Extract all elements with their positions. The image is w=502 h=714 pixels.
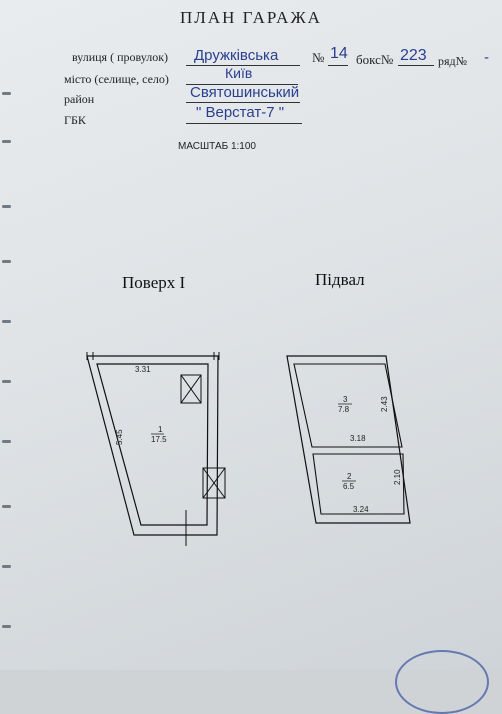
floor-width-dim: 3.31 — [135, 365, 151, 374]
basement-room2-area: 6.5 — [343, 482, 355, 491]
district-label: район — [64, 92, 95, 106]
floor-room-number: 1 — [158, 425, 163, 434]
box-underline — [398, 65, 434, 66]
city-underline — [186, 84, 298, 85]
floor-plans-drawing: 3.31 5.45 1 17.5 3 7.8 2.43 3.18 2 6.5 2… — [86, 352, 411, 546]
row-value: - — [484, 49, 489, 66]
basement-room3-wall — [293, 363, 403, 448]
vent-mark-top — [180, 374, 202, 404]
house-number-value: 14 — [330, 45, 348, 62]
street-value: Дружківська — [194, 47, 279, 64]
row-label: ряд№ — [438, 54, 468, 68]
box-value: 223 — [400, 47, 427, 64]
box-label: бокс№ — [356, 52, 394, 67]
gbk-underline — [186, 123, 302, 124]
city-label: місто (селище, село) — [64, 72, 169, 86]
basement-room2-number: 2 — [347, 472, 352, 481]
street-label: вулиця ( провулок) — [72, 50, 169, 64]
official-stamp — [395, 650, 489, 714]
scale-label: МАСШТАБ 1:100 — [178, 141, 256, 152]
house-number-label: № — [312, 50, 325, 65]
street-underline — [186, 65, 300, 66]
basement-room3-height-dim: 2.43 — [380, 396, 389, 412]
basement-room2-width-dim: 3.24 — [353, 505, 369, 514]
floor-length-dim: 5.45 — [115, 429, 124, 445]
floor-outer-wall — [86, 355, 219, 536]
floor-inner-wall — [96, 363, 209, 526]
city-value: Київ — [225, 65, 253, 81]
binder-holes — [0, 0, 14, 670]
district-underline — [186, 102, 300, 103]
basement-room2-height-dim: 2.10 — [393, 469, 402, 485]
district-value: Святошинський — [190, 84, 300, 101]
basement-room3-area: 7.8 — [338, 405, 350, 414]
gbk-value: " Верстат-7 " — [196, 104, 285, 121]
basement-outer-wall — [286, 355, 411, 524]
basement-room3-number: 3 — [343, 395, 348, 404]
page-title: ПЛАН ГАРАЖА — [180, 8, 322, 27]
basement-heading: Підвал — [315, 270, 365, 289]
floor-room-area: 17.5 — [151, 435, 167, 444]
gbk-label: ГБК — [64, 113, 86, 127]
floor-heading: Поверх І — [122, 273, 186, 292]
basement-room2-wall — [312, 453, 405, 515]
house-number-underline — [328, 65, 348, 66]
vent-mark-bottom — [202, 467, 226, 499]
basement-room3-width-dim: 3.18 — [350, 434, 366, 443]
